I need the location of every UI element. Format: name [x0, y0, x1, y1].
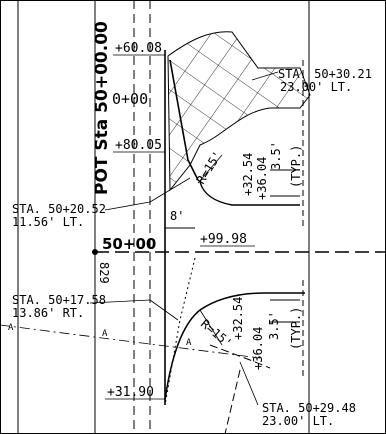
radius-leader-top — [197, 154, 223, 184]
upper-dim-c: 3.5' — [269, 141, 283, 170]
radius-label-bottom: R=15' — [198, 317, 235, 351]
offset-zero: 0+00 — [112, 90, 148, 108]
upper-dim-typ: (TYP.) — [289, 145, 303, 188]
callout-4-offset: 23.00' LT. — [262, 414, 334, 428]
callout-1-offset: 23.00' LT. — [280, 80, 352, 94]
dotted-line-lower — [164, 257, 196, 406]
curb-return-upper — [199, 181, 300, 206]
station-line-label: POT Sta 50+00.00 — [92, 21, 112, 195]
leader-c2 — [104, 201, 151, 211]
dim-8-label: 8' — [170, 209, 184, 223]
leader-c2b — [149, 177, 191, 203]
station-tick-label: 50+00 — [102, 235, 156, 253]
section-tag-mid: A — [102, 329, 108, 339]
callout-1-station: STA. 50+30.21 — [278, 67, 372, 81]
radius-leader-bottom — [199, 309, 223, 346]
offset-6008: +60.08 — [115, 41, 162, 56]
lower-dashed-curve — [209, 344, 271, 369]
upper-dim-a: +32.54 — [241, 153, 255, 196]
lower-dim-a: +32.54 — [231, 297, 245, 340]
lower-dashed-drop — [224, 369, 241, 434]
callout-3-station: STA. 50+17.58 — [12, 293, 106, 307]
sheet-number: 829 — [97, 262, 111, 284]
callout-4-station: STA. 50+29.48 — [262, 401, 356, 415]
taper-line-upper — [169, 59, 199, 181]
lower-dim-c: 3.5' — [267, 311, 281, 340]
section-line-aa — [0, 324, 261, 359]
leader-c3b — [149, 299, 179, 321]
callout-2-station: STA. 50+20.52 — [12, 202, 106, 216]
offset-8005: +80.05 — [115, 138, 162, 153]
upper-dim-b: +36.04 — [255, 157, 269, 200]
offset-9998: +99.98 — [200, 232, 247, 247]
section-tag-left: A — [8, 323, 14, 333]
leader-c1 — [251, 71, 279, 81]
radius-label-top: R=15' — [194, 149, 225, 187]
hatched-island — [167, 31, 311, 192]
station-point — [92, 249, 98, 255]
callout-2-offset: 11.56' LT. — [12, 215, 84, 229]
offset-3190: +31.90 — [107, 385, 154, 400]
lower-dim-typ: (TYP.) — [289, 307, 303, 350]
lower-dim-b: +36.04 — [251, 327, 265, 370]
leader-c3 — [89, 299, 151, 304]
section-tag-right: A — [186, 338, 192, 348]
callout-3-offset: 13.86' RT. — [12, 306, 84, 320]
leader-c4 — [239, 361, 259, 406]
